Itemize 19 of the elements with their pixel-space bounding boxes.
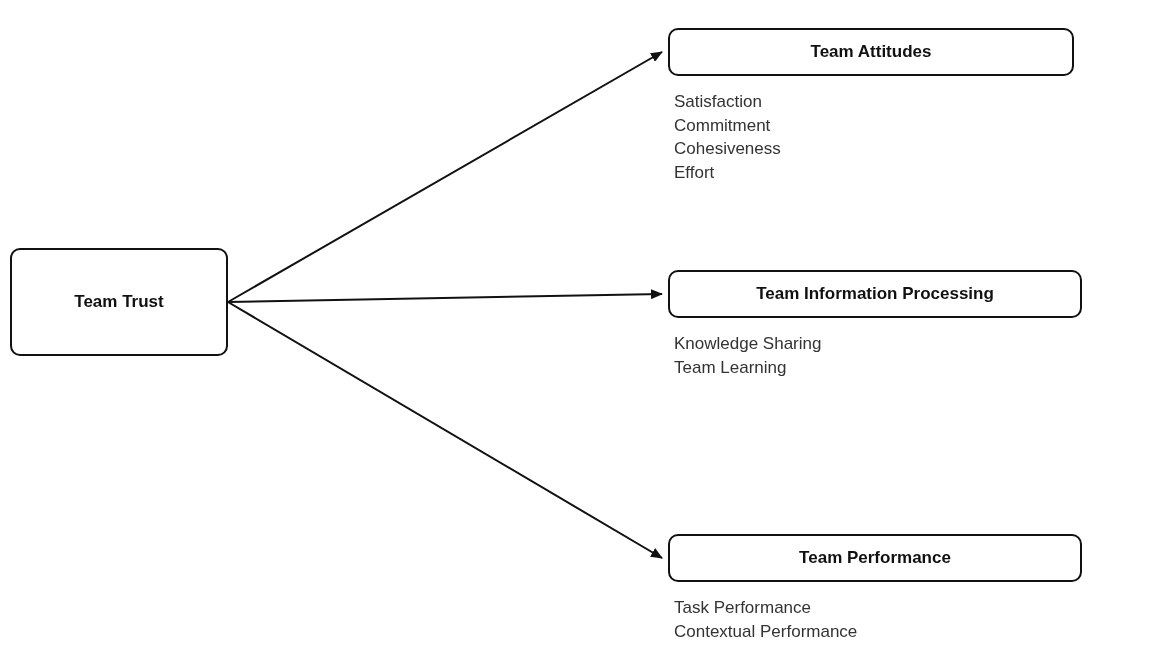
list-item: Satisfaction [674, 91, 763, 113]
list-item: Team Learning [674, 356, 788, 379]
box-title: Team Performance [799, 548, 951, 568]
rounded-box [668, 28, 1074, 76]
list-item: Cohesiveness [674, 138, 781, 160]
box-title: Team Information Processing [756, 284, 994, 304]
rounded-box [668, 534, 1082, 582]
arrow [227, 301, 663, 559]
arrow [227, 289, 663, 303]
list-item: Contextual Performance [674, 620, 858, 643]
list-item: Commitment [674, 114, 772, 137]
rounded-box [668, 270, 1082, 318]
list-item: Effort [674, 161, 716, 184]
box-title: Team Trust [74, 292, 164, 312]
box-title: Team Attitudes [810, 42, 932, 62]
rounded-box [10, 248, 228, 356]
arrow [227, 51, 663, 303]
list-item: Knowledge Sharing [674, 333, 822, 355]
list-item: Task Performance [674, 597, 812, 619]
